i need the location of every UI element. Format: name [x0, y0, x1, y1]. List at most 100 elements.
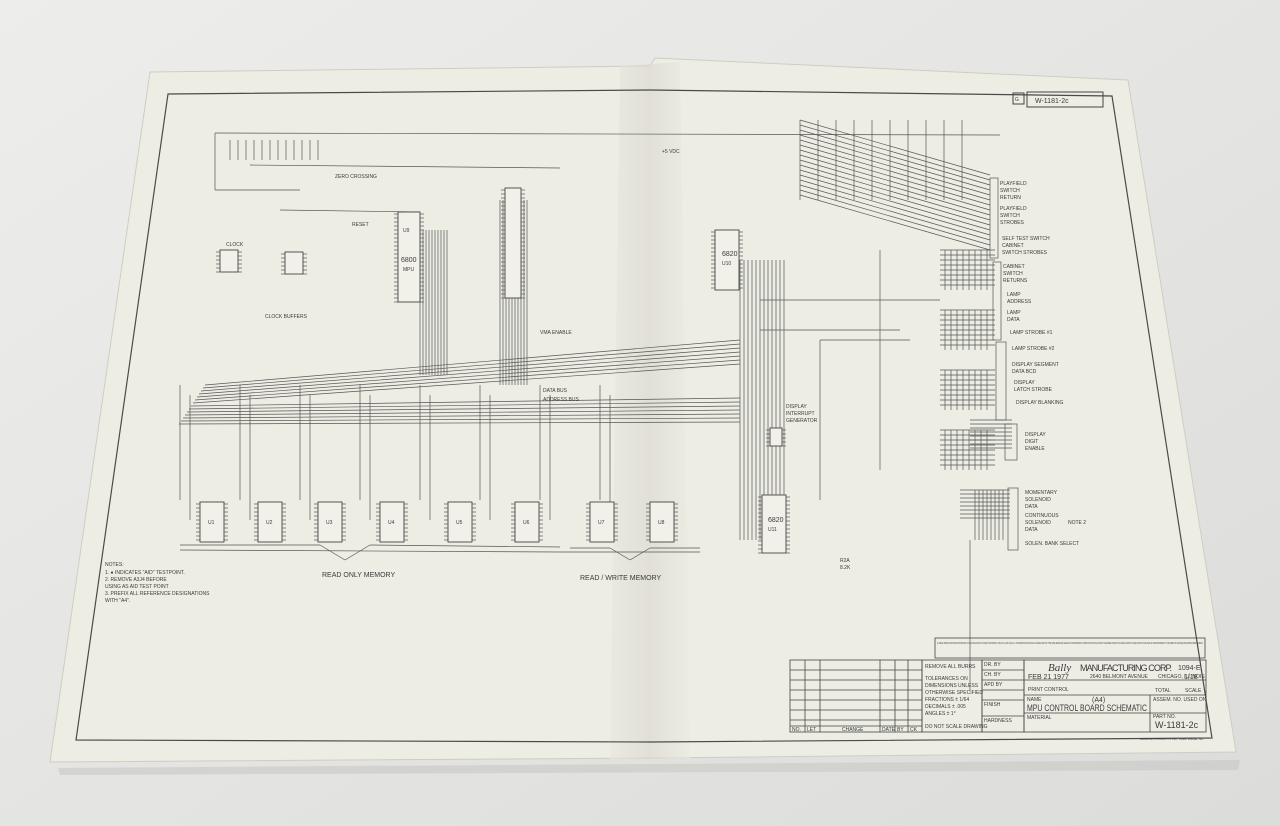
connector-labels: PLAYFIELDSWITCHRETURNPLAYFIELDSWITCHSTRO… [1000, 181, 1079, 547]
dig-label-1: DISPLAY [786, 404, 807, 410]
mpu-ref: U9 [403, 228, 410, 234]
connector-label: RETURNS [1003, 278, 1028, 284]
connector-label: LATCH STROBE [1014, 387, 1053, 393]
rom-chip [199, 501, 225, 543]
connector-label: DATA [1025, 527, 1038, 533]
dig-label-2: INTERRUPT [786, 411, 815, 417]
note-3: 3. PREFIX ALL REFERENCE DESIGNATIONS [105, 591, 210, 597]
connector-label: LAMP [1007, 310, 1021, 316]
remove-burrs: REMOVE ALL BURRS [925, 664, 976, 670]
no-scale-note: DO NOT SCALE DRAWING [925, 724, 988, 730]
connector-label: PLAYFIELD [1000, 206, 1027, 212]
connector-label: LAMP [1007, 292, 1021, 298]
notes-heading: NOTES: [105, 562, 124, 568]
print-control-label: PRINT CONTROL [1028, 687, 1069, 693]
rev-col-by: BY [897, 727, 904, 733]
ic-chips [199, 187, 787, 554]
tolerance-line: ANGLES ± 1° [925, 711, 956, 717]
checked-by-label: CH. BY [984, 672, 1001, 678]
connector-label: SWITCH [1000, 213, 1020, 219]
connector-label: DISPLAY SEGMENT [1012, 362, 1059, 368]
connector-label: CONTINUOUS [1025, 513, 1059, 519]
finish-label: FINISH [984, 702, 1001, 708]
connector-label: ADDRESS [1007, 299, 1032, 305]
pia-6820-chip-u11 [761, 494, 787, 554]
assembly-label: ASSEM. NO. USED ON [1153, 697, 1207, 703]
size-code: (A4) [1092, 697, 1105, 704]
connector-label: ENABLE [1025, 446, 1045, 452]
connector-label: SOLENOID [1025, 520, 1051, 526]
memory-ref: U4 [388, 520, 395, 526]
mpu-6800-chip [397, 211, 421, 303]
ram-section-label: READ / WRITE MEMORY [580, 575, 661, 582]
rom-chip [514, 501, 540, 543]
resistor-value: 8.2K [840, 565, 851, 571]
rom-chip [447, 501, 473, 543]
tolerance-line: FRACTIONS ± 1/64 [925, 697, 969, 703]
memory-ref: U6 [523, 520, 530, 526]
title-block [789, 637, 1207, 733]
supply-label: +5 VDC [662, 149, 680, 155]
connector-label: SELF TEST SWITCH [1002, 236, 1050, 242]
rev-col-no: NO. [792, 727, 801, 733]
approved-by-label: APD BY [984, 682, 1003, 688]
mpu-sub-label: MPU [403, 267, 415, 273]
bally-logo: Bally [1048, 662, 1071, 674]
tolerance-line: TOLERANCES ON [925, 676, 968, 682]
connector-label: DISPLAY [1025, 432, 1046, 438]
connector-label: LAMP STROBE #1 [1010, 330, 1053, 336]
name-label: NAME [1027, 697, 1042, 703]
memory-ref: U5 [456, 520, 463, 526]
drawn-by-label: DR. BY [984, 662, 1001, 668]
form-number: 1094-E [1178, 665, 1201, 672]
data-bus-label: DATA BUS [543, 388, 568, 394]
connector-label: DATA [1025, 504, 1038, 510]
company-address: 2640 BELMONT AVENUE [1090, 674, 1149, 680]
tolerance-line: DECIMALS ± .005 [925, 704, 966, 710]
note-2: 2. REMOVE A3J4 BEFORE [105, 577, 167, 583]
corner-number-box [1026, 91, 1104, 108]
rev-col-change: CHANGE [842, 727, 864, 733]
connector-label: PLAYFIELD [1000, 181, 1027, 187]
notes: NOTES: 1. ● INDICATES "AID" TESTPOINT. 2… [105, 562, 210, 604]
ram-chip [589, 501, 615, 543]
pia2-label: 6820 [768, 517, 784, 524]
pia1-ref: U10 [722, 261, 731, 267]
pia-6820-chip-u10 [714, 229, 740, 291]
scale-label: SCALE [1185, 688, 1202, 694]
rev-col-ck: CK [910, 727, 918, 733]
connector-label: CABINET [1002, 243, 1024, 249]
ram-chip [649, 501, 675, 543]
connector-label: SWITCH [1003, 271, 1023, 277]
mpu-label: 6800 [401, 257, 417, 264]
memory-ref: U2 [266, 520, 273, 526]
note-2b: USING AS AID TEST POINT [105, 584, 169, 590]
connector-label: DATA BCD [1012, 369, 1037, 375]
dig-label-3: GENERATOR [786, 418, 818, 424]
rom-chip [317, 501, 343, 543]
pia2-ref: U11 [768, 527, 777, 533]
timer-chip [769, 427, 783, 447]
rom-chip [379, 501, 405, 543]
clock-buffers-label: CLOCK BUFFERS [265, 314, 308, 320]
address-bus-label: ADDRESS BUS [543, 397, 580, 403]
rev-col-let: LET [807, 727, 816, 733]
resistor-ref: R2A [840, 558, 850, 564]
connector-label: LAMP STROBE #2 [1012, 346, 1055, 352]
connector-j2 [504, 187, 522, 299]
connector-label: RETURN [1000, 195, 1021, 201]
clock-gate-2 [284, 251, 304, 275]
corner-drawing-number: W-1181-2c [1035, 98, 1069, 105]
connector-label: DISPLAY BLANKING [1016, 400, 1063, 406]
note-1: 1. ● INDICATES "AID" TESTPOINT. [105, 570, 185, 576]
rev-box [1012, 92, 1025, 105]
drawing-name: MPU CONTROL BOARD SCHEMATIC [1027, 703, 1147, 713]
hardness-label: HARDNESS [984, 718, 1012, 724]
company-city: CHICAGO, ILLINOIS [1158, 674, 1205, 680]
connector-label: SOLENOID [1025, 497, 1051, 503]
clock-label: CLOCK [226, 242, 244, 248]
clock-gate-1 [219, 249, 239, 273]
printer-credit: GRAPHIC PRODUCTS INC. PARK RIDGE, ILL. [1140, 737, 1204, 741]
